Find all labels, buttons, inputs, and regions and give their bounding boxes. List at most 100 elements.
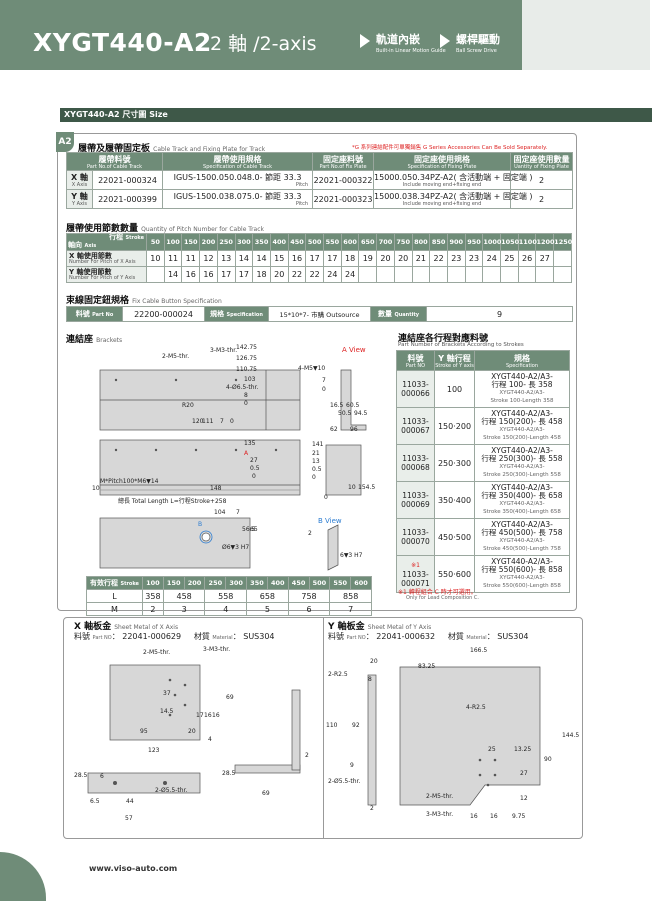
brackets-drawing (99, 369, 367, 571)
pitch-x-cell (553, 250, 572, 267)
dim-label: A (244, 450, 249, 457)
button-title: 束線固定鈕規格 Fix Cable Button Specification (66, 296, 222, 306)
stroke-header-cell: 650 (358, 233, 378, 251)
stroke-header-cell: 850 (429, 233, 448, 251)
pitch-y-cell (553, 266, 572, 283)
view-a-label: A View (342, 346, 366, 354)
dim-label: 123 (148, 747, 160, 754)
dim-label: 95 (140, 728, 148, 735)
dim-label: 4-M5▼10 (298, 365, 326, 372)
dim-label: 16 (204, 712, 212, 719)
dim-label: 27 (250, 457, 258, 464)
dim-label: 90 (544, 756, 552, 763)
dim-label: 0 (244, 400, 248, 407)
pitch-x-cell: 19 (358, 250, 378, 267)
pitch-x-cell: 14 (234, 250, 254, 267)
dim-label: 83.25 (418, 663, 436, 670)
dim-label: 4-R2.5 (466, 704, 486, 711)
pitch-y-cell: 24 (340, 266, 360, 283)
arrow-icon (440, 34, 450, 48)
pitch-x-cell: 16 (287, 250, 307, 267)
dim-label: 69 (226, 694, 234, 701)
dim-label: 6.5 (90, 798, 100, 805)
stroke-header-cell: 500 (308, 576, 331, 590)
dim-label: 2-Ø5.5-thr. (155, 787, 188, 794)
dim-label: 50.5 (338, 410, 352, 417)
stroke-header-cell: 600 (340, 233, 360, 251)
pitch-title: 履帶使用節數數量 Quantity of Pitch Number for Ca… (66, 224, 265, 234)
dim-label: 110.75 (236, 366, 257, 373)
dim-label: 20 (370, 658, 378, 665)
yplate-title: Y 軸板金 Sheet Metal of Y Axis (328, 622, 432, 632)
dim-label: 20 (188, 728, 196, 735)
pitch-y-cell (517, 266, 537, 283)
panel-badge: A2 (56, 132, 74, 152)
stroke-header-cell: 750 (393, 233, 413, 251)
dim-label: 65 (250, 526, 258, 533)
pitch-x-cell: 11 (163, 250, 183, 267)
dim-label: 3-M3-thr. (426, 811, 454, 818)
button-table: 料號 Part No 22200-000024 規格 Specification… (66, 306, 573, 322)
pitch-y-cell (446, 266, 466, 283)
m-cell: 6 (287, 602, 331, 616)
stroke-header-cell: 250 (216, 233, 236, 251)
model-title: XYGT440-A2 (33, 28, 212, 57)
dim-label: 110 (326, 722, 338, 729)
dim-label: 142.75 (236, 344, 257, 351)
pitch-y-cell: 16 (199, 266, 218, 283)
dim-label: 10 (348, 484, 356, 491)
pitch-x-cell: 25 (500, 250, 519, 267)
pitch-x-cell: 20 (376, 250, 395, 267)
dim-label: 2-M5-thr. (426, 793, 454, 800)
pitch-x-cell: 26 (517, 250, 537, 267)
dim-label: 0 (312, 474, 316, 481)
stroke-header-cell: 700 (376, 233, 395, 251)
pitch-y-cell (146, 266, 165, 283)
stroke-header-cell: 300 (234, 233, 254, 251)
dim-label: 9 (350, 762, 354, 769)
stroke-header-cell: 400 (269, 233, 289, 251)
dim-label: 69 (262, 790, 270, 797)
stroke-header-cell: 150 (181, 233, 201, 251)
dim-label: 10 (92, 485, 100, 492)
arrow-icon (360, 34, 370, 48)
pitch-x-cell: 17 (305, 250, 325, 267)
pitch-x-cell: 18 (340, 250, 360, 267)
dim-label: M*Pitch100*M6▼14 (100, 478, 159, 485)
dim-label: 14.5 (160, 708, 174, 715)
pitch-y-cell (376, 266, 395, 283)
pitch-y-cell (411, 266, 431, 283)
pitch-x-cell: 10 (146, 250, 165, 267)
pitch-y-cell (429, 266, 448, 283)
pitch-y-cell (482, 266, 502, 283)
pitch-y-cell: 24 (323, 266, 342, 283)
dim-label: 56.5 (242, 526, 256, 533)
pitch-x-cell: 24 (482, 250, 502, 267)
stroke-header-cell: 300 (225, 576, 248, 590)
stroke-table-subtitle: Part Number of Brackets According to Str… (398, 342, 524, 348)
length-cell: 658 (246, 589, 289, 603)
pitch-x-cell: 23 (446, 250, 466, 267)
pitch-x-cell: 21 (411, 250, 431, 267)
dim-label: 104 (214, 509, 226, 516)
dim-label: B (198, 521, 203, 528)
axes-title: 2 軸 /2-axis (210, 33, 317, 55)
dim-label: 148 (210, 485, 222, 492)
dim-label: 120 (192, 418, 204, 425)
pitch-x-cell: 11 (181, 250, 201, 267)
stroke-header-cell: 550 (329, 576, 352, 590)
dim-label: 2 (305, 752, 309, 759)
dim-label: 0 (230, 418, 234, 425)
dim-label: 6▼3 H7 (340, 552, 363, 559)
pitch-y-cell: 22 (305, 266, 325, 283)
